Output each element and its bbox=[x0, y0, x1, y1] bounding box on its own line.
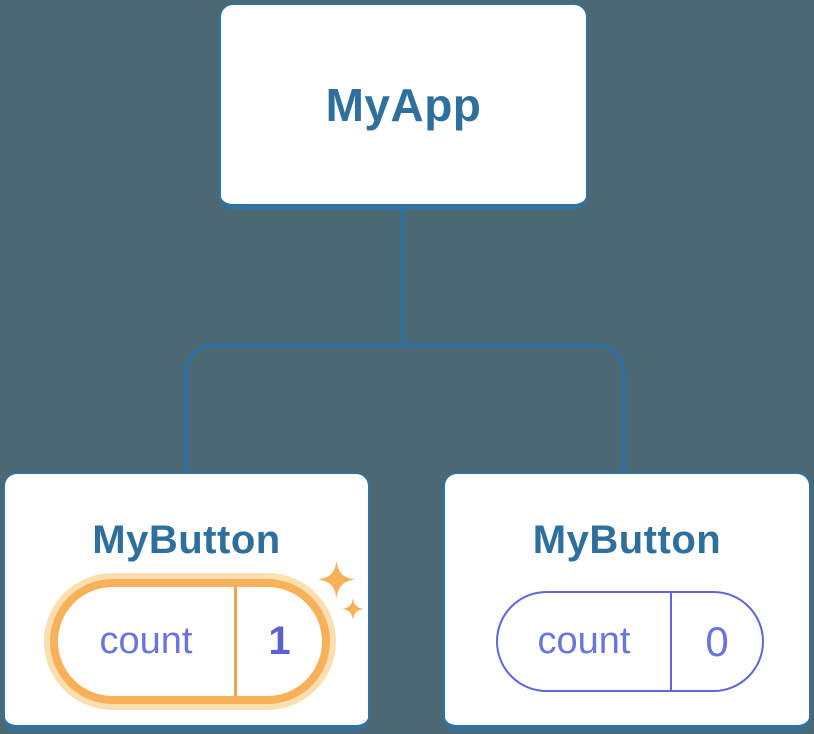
node-myapp: MyApp bbox=[219, 3, 588, 210]
node-label: MyApp bbox=[325, 78, 482, 131]
sparkle-icon bbox=[318, 561, 355, 598]
state-value: 1 bbox=[268, 619, 291, 663]
connector-branch-bracket bbox=[184, 343, 626, 472]
state-key-label: count bbox=[58, 587, 237, 696]
sparkle-icon bbox=[342, 598, 364, 620]
node-mybutton-updated: MyButton count 1 bbox=[3, 472, 370, 731]
state-pill-highlighted: count 1 bbox=[50, 579, 330, 704]
connector-root-stem bbox=[401, 209, 405, 346]
node-label: MyButton bbox=[92, 518, 281, 562]
state-pill: count 0 bbox=[496, 591, 764, 692]
state-value: 0 bbox=[705, 617, 729, 665]
state-key-label: count bbox=[498, 593, 672, 690]
node-label: MyButton bbox=[532, 518, 722, 562]
node-mybutton: MyButton count 0 bbox=[443, 472, 811, 731]
